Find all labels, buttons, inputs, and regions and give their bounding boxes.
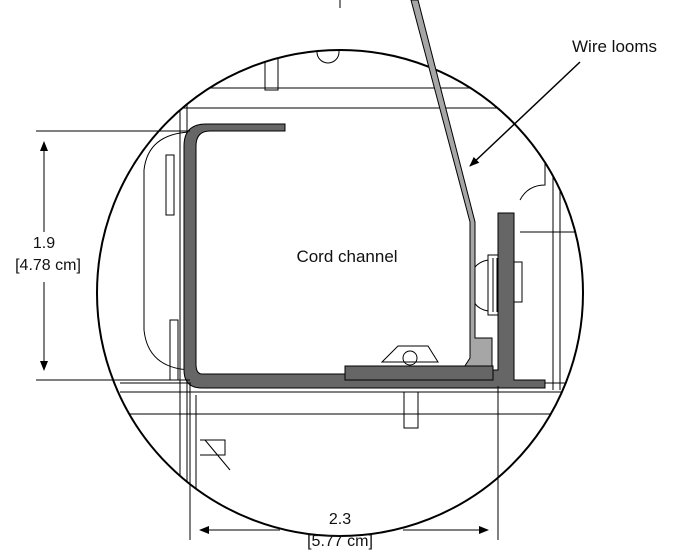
width-cm-label: [5.77 cm] — [307, 533, 373, 550]
lower-tab — [200, 439, 226, 456]
height-dimension — [36, 130, 190, 381]
cord-channel-profile — [183, 123, 546, 389]
left-slot — [143, 131, 191, 371]
fastener-head — [380, 345, 439, 363]
channel-base-plate — [344, 365, 494, 381]
height-inches-label: 1.9 — [33, 235, 55, 252]
upper-bracket — [264, 50, 279, 91]
height-cm-label: [4.78 cm] — [15, 257, 81, 274]
detail-circle — [96, 49, 584, 537]
fastener-hole — [402, 350, 418, 366]
wire-looms-label: Wire looms — [572, 37, 657, 56]
wire-looms-leader-arrow — [469, 61, 581, 167]
left-tab — [169, 319, 179, 381]
right-slot — [519, 129, 571, 201]
lower-diagonal — [204, 439, 231, 471]
width-inches-label: 2.3 — [329, 511, 351, 528]
width-dimension — [189, 382, 499, 540]
fastener-stud — [403, 391, 419, 429]
cord-channel-label: Cord channel — [296, 247, 397, 266]
left-tab — [165, 154, 175, 216]
wire-loom-strip — [410, 0, 493, 387]
mounting-hole — [316, 50, 340, 64]
